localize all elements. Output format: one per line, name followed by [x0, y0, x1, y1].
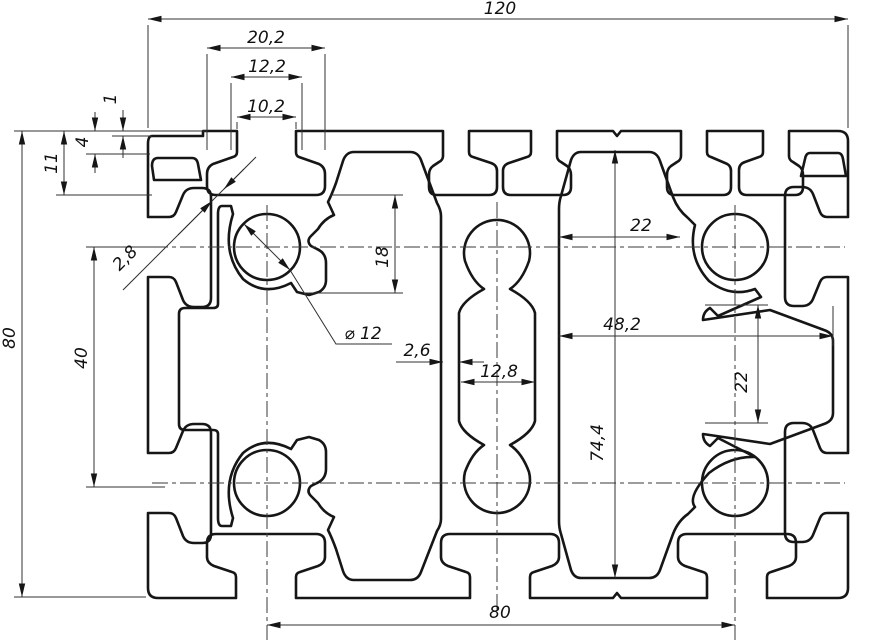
- dim-face-step: 1: [101, 94, 121, 105]
- dim-channel-wall-thickness: 2,6: [403, 341, 430, 361]
- dimension-labels: 120 20,2 12,2 10,2 1 4 11 80 40 2,8 18 ⌀…: [0, 0, 752, 623]
- corner-pocket-left: [150, 156, 203, 182]
- corner-pocket-right: [799, 151, 848, 178]
- dim-slot-opening-width: 10,2: [247, 97, 285, 117]
- dim-slot-cavity-width: 20,2: [247, 28, 285, 48]
- right-chamber-contour: [557, 150, 835, 580]
- dim-overall-height: 80: [0, 327, 20, 349]
- dim-web-clearance-right: 22: [732, 371, 752, 393]
- dim-slot-lip-width: 12,2: [248, 57, 286, 77]
- dim-slot-lip-depth: 4: [73, 137, 93, 148]
- dim-channel-width: 12,8: [480, 362, 518, 382]
- dim-core-hole-diameter: ⌀ 12: [344, 324, 381, 344]
- dim-chamber-width: 48,2: [603, 315, 641, 335]
- dimension-lines: [14, 15, 849, 629]
- dim-web-clearance-top: 22: [630, 216, 652, 236]
- dim-hole-pitch-vertical: 40: [72, 347, 92, 369]
- dim-slot-depth: 11: [42, 152, 62, 174]
- dim-overall-width: 120: [484, 0, 516, 19]
- center-lines: [152, 202, 845, 640]
- dim-hole-pitch-horizontal: 80: [489, 603, 511, 623]
- center-channel-contour: [457, 218, 537, 515]
- left-chamber-contour: [177, 150, 443, 582]
- dim-hole-center-depth: 18: [373, 246, 393, 268]
- dim-inner-height: 74,4: [588, 424, 608, 462]
